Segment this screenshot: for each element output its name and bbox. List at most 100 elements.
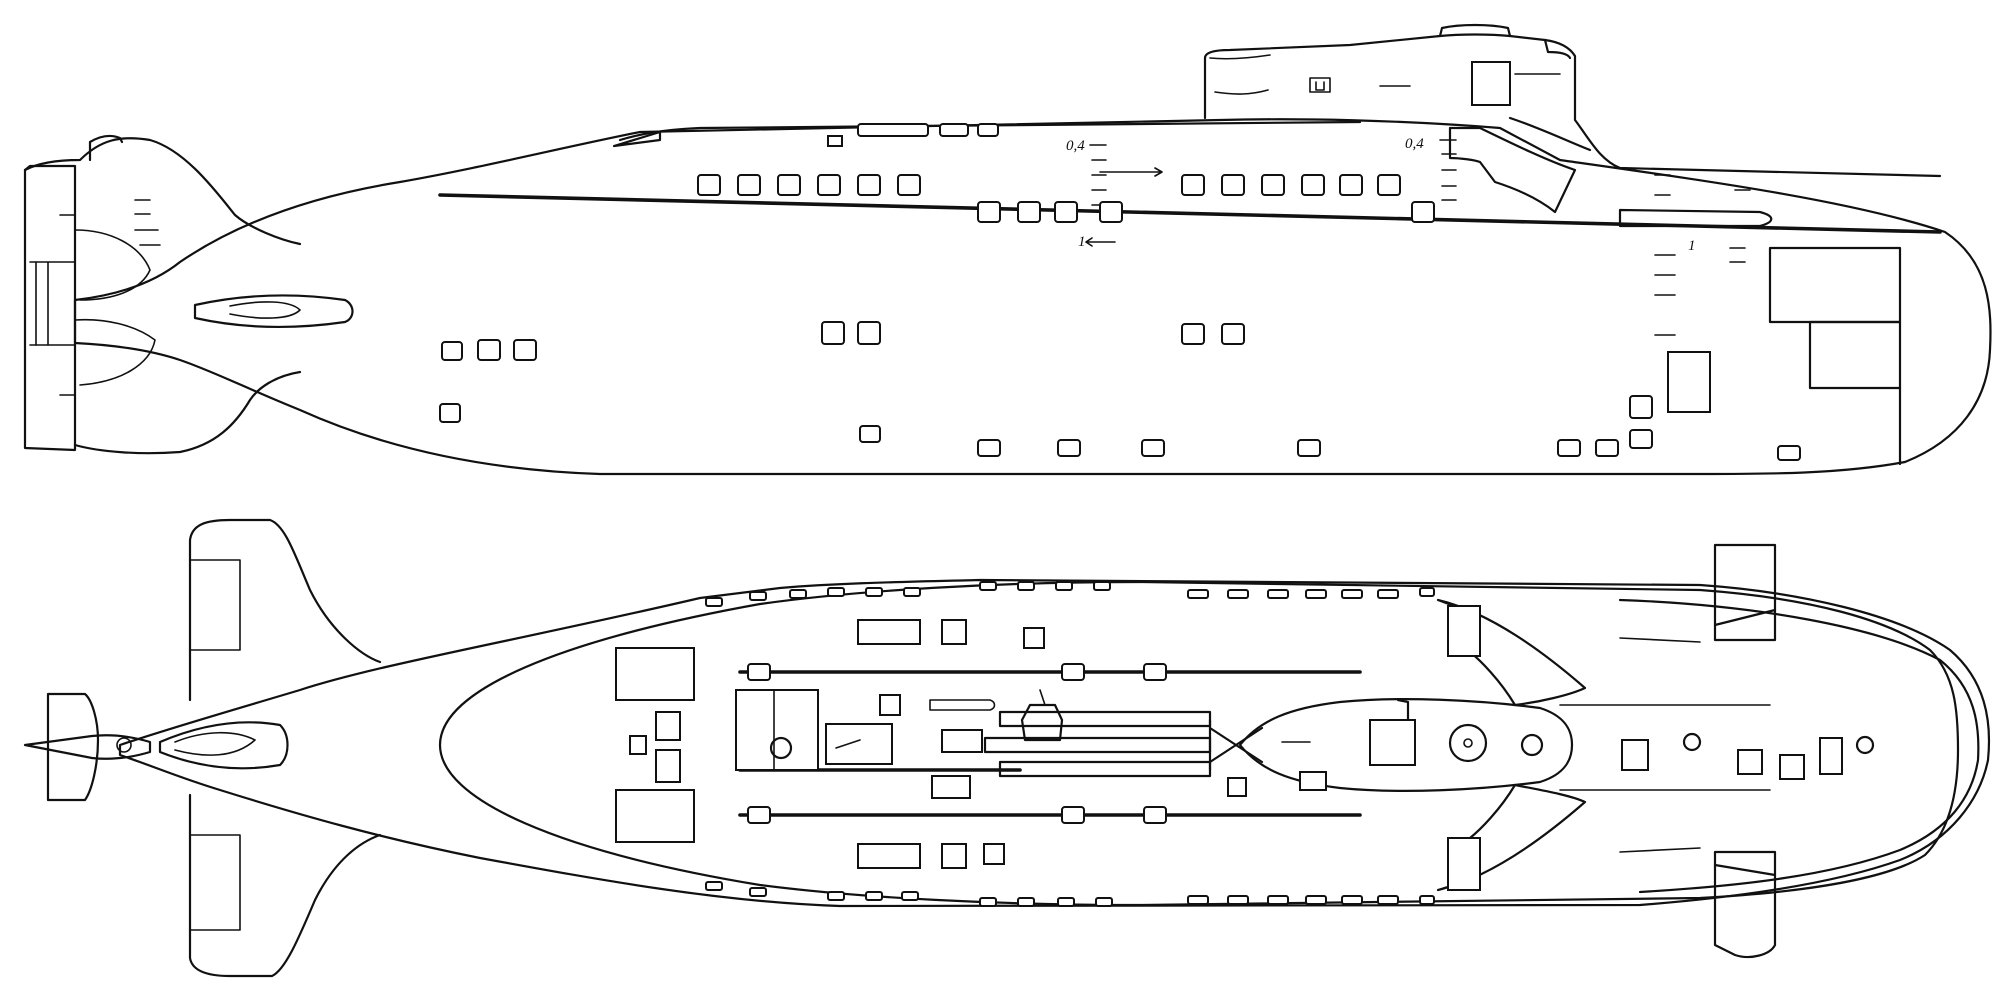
plan-sail-periscope-icon <box>1448 723 1488 763</box>
plan-stern-fin-bottom-inner <box>189 834 241 931</box>
side-snorkel-ramp <box>1448 126 1577 214</box>
plan-tail-fairing <box>158 721 289 770</box>
vent-icon <box>865 891 883 901</box>
vent-icon <box>827 587 845 597</box>
plan-hull-outer-rim <box>1618 598 1980 894</box>
vent-icon <box>1629 429 1653 449</box>
side-rudder-inner <box>74 229 151 301</box>
marker-one-mid: 1 <box>1078 234 1086 250</box>
plan-sail-snorkel-icon <box>1520 733 1544 757</box>
vent-icon <box>777 174 801 196</box>
vent-icon <box>1221 174 1245 196</box>
vent-icon <box>1261 174 1285 196</box>
plan-hatch-small-icon <box>879 694 901 716</box>
plan-stern-rudder <box>46 692 100 802</box>
vent-icon <box>789 589 807 599</box>
plan-tube-box-icon <box>941 729 983 753</box>
plan-fairing-hatch-icon <box>1447 837 1481 891</box>
vent-icon <box>1061 663 1085 681</box>
vent-icon <box>979 581 997 591</box>
bow-plate-icon <box>1619 637 1701 643</box>
side-vent-row-upper <box>697 174 1435 223</box>
plan-perimeter-vents-top <box>705 581 1435 607</box>
vent-icon <box>1061 806 1085 824</box>
side-sail-hatch <box>1471 61 1511 106</box>
plan-tube-mid <box>983 736 1212 754</box>
plan-bow-fin-top <box>1713 543 1777 642</box>
plan-hatch-icon-line <box>835 739 861 749</box>
plan-rail-vents <box>747 663 1167 824</box>
vent-icon <box>477 339 501 361</box>
plan-view <box>23 518 1991 978</box>
deck-ramp-icon <box>612 130 662 148</box>
vent-icon <box>1221 323 1245 345</box>
side-sail-window <box>1309 77 1331 93</box>
vent-icon <box>1017 897 1035 907</box>
side-bow-panel-upper <box>1768 246 1902 324</box>
bow-plate-icon <box>1619 847 1701 853</box>
vent-icon <box>1419 587 1435 597</box>
vent-icon <box>1143 806 1167 824</box>
marker-one-bow: 1 <box>1688 238 1696 254</box>
side-draft-ticks-mid <box>1089 144 1107 206</box>
side-stern-marks <box>134 199 161 246</box>
vent-icon <box>1017 581 1035 591</box>
vent-icon <box>1629 395 1653 419</box>
side-upper-casing <box>618 120 1362 142</box>
side-ramp-lip <box>1508 116 1592 152</box>
vent-icon <box>1297 439 1321 457</box>
side-draft-arrow-mid <box>1099 167 1163 177</box>
vent-icon <box>737 174 761 196</box>
vent-icon <box>1301 174 1325 196</box>
side-sail-rail <box>1209 54 1271 95</box>
vent-icon <box>1377 174 1401 196</box>
plan-bow-port-icon <box>1682 732 1702 752</box>
vent-icon <box>1339 174 1363 196</box>
vent-icon <box>441 341 463 361</box>
plan-stern-fin-bottom <box>188 793 382 978</box>
vent-icon <box>821 321 845 345</box>
vent-icon <box>1055 581 1073 591</box>
vent-icon <box>857 174 881 196</box>
side-stern-detail <box>29 214 76 396</box>
vent-icon <box>1595 439 1619 457</box>
side-hull-outline <box>73 118 1992 476</box>
deck-hatch-icon <box>857 123 929 137</box>
side-sail-top-cap <box>1438 23 1512 38</box>
plan-propeller-hub-icon <box>116 737 132 753</box>
deck-hatch-icon <box>977 123 999 137</box>
plan-deck-ellipse <box>438 580 1960 907</box>
vent-icon <box>1341 589 1363 599</box>
vent-icon <box>1057 439 1081 457</box>
vent-icon <box>749 887 767 897</box>
plan-tube-upper <box>998 710 1212 728</box>
vent-icon <box>1419 895 1435 905</box>
plan-hatch-icon <box>825 723 893 765</box>
plan-hatch-small-icon <box>941 619 967 645</box>
plan-sail-outline <box>1238 698 1574 792</box>
plan-bow-fin-bottom-cut <box>1713 863 1777 877</box>
vent-icon <box>697 174 721 196</box>
plan-tube-lower <box>998 760 1212 778</box>
plan-sail-fairing-top <box>1436 598 1587 707</box>
vent-icon <box>1057 897 1075 907</box>
plan-sail-mast <box>1396 698 1410 722</box>
side-stern-block <box>23 164 77 452</box>
vent-icon <box>865 587 883 597</box>
plan-hatch-small-icon <box>857 619 921 645</box>
vent-icon <box>817 174 841 196</box>
vent-icon <box>857 321 881 345</box>
vent-icon <box>705 597 723 607</box>
plan-hatch-small-icon <box>1819 737 1843 775</box>
vent-icon <box>1377 589 1399 599</box>
plan-hatch-small-icon <box>629 735 647 755</box>
side-stern-tab <box>35 261 49 346</box>
side-rudder-lower-inner <box>74 318 156 386</box>
draft-mark-fwd: 0,4 <box>1066 138 1085 154</box>
vent-icon <box>979 897 997 907</box>
vent-icon <box>1017 201 1041 223</box>
plan-hatch-small-icon <box>983 843 1005 865</box>
plan-hatch-small-icon <box>1621 739 1649 771</box>
plan-sail-crossbrace <box>1208 718 1264 772</box>
